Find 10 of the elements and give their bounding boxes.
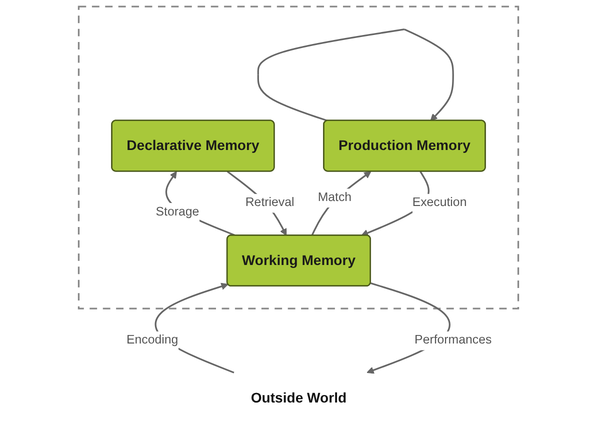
- edge-label: Match: [318, 190, 352, 204]
- arrow: [257, 28, 454, 122]
- node-text: Outside World: [250, 390, 347, 406]
- edge-label: Encoding: [126, 332, 178, 348]
- arrow: [311, 171, 372, 236]
- cluster: [78, 6, 520, 310]
- edge-label: Performances: [414, 332, 492, 348]
- edge-label: Storage: [156, 204, 200, 219]
- edge-label: Retrieval: [245, 195, 294, 210]
- edge-label: Execution: [412, 195, 467, 210]
